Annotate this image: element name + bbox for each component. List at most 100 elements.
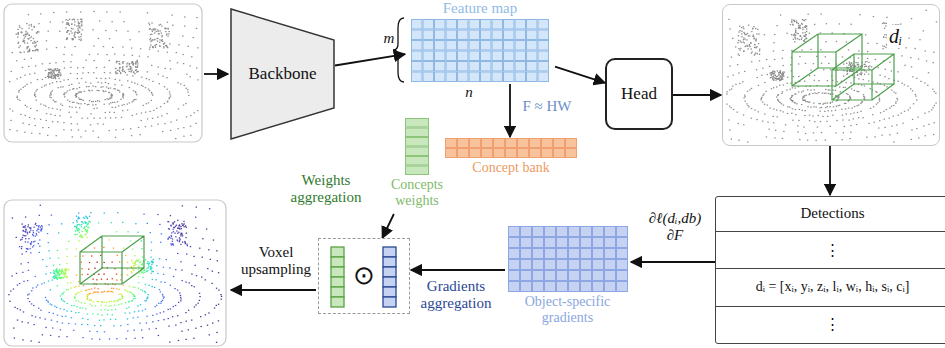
matrix-cell bbox=[508, 260, 519, 270]
matrix-cell bbox=[566, 149, 577, 158]
matrix-cell bbox=[481, 20, 492, 30]
matrix-cell bbox=[446, 72, 457, 82]
flow-arrow bbox=[335, 54, 405, 65]
matrix-cell bbox=[494, 149, 505, 158]
matrix-cell bbox=[592, 260, 603, 270]
matrix-cell bbox=[518, 139, 529, 148]
matrix-cells bbox=[508, 226, 628, 292]
matrix-cell bbox=[604, 260, 615, 270]
flow-arrow bbox=[829, 146, 831, 195]
matrix-cell bbox=[446, 41, 457, 51]
matrix-cell bbox=[412, 62, 423, 72]
matrix-cell bbox=[469, 20, 480, 30]
matrix-cell bbox=[458, 149, 469, 158]
node-label: Head bbox=[621, 84, 657, 104]
matrix-cell bbox=[469, 30, 480, 40]
matrix-cells bbox=[411, 19, 549, 82]
matrix-cell bbox=[435, 20, 446, 30]
node-label: Concepts weights bbox=[383, 177, 451, 209]
matrix-cell bbox=[568, 249, 579, 259]
table-cell: Detections bbox=[716, 197, 945, 232]
matrix-cell bbox=[406, 157, 429, 166]
matrix-cell bbox=[515, 41, 526, 51]
table-cell: ⋮ bbox=[716, 307, 945, 343]
dimension-n: n bbox=[462, 84, 476, 101]
flow-arrow bbox=[509, 84, 511, 137]
matrix-cell bbox=[532, 238, 543, 248]
matrix-cell bbox=[580, 249, 591, 259]
matrix-cell bbox=[532, 271, 543, 281]
matrix-cell bbox=[423, 51, 434, 61]
matrix-cell bbox=[423, 62, 434, 72]
matrix-cell bbox=[481, 72, 492, 82]
matrix-cell bbox=[481, 30, 492, 40]
matrix-cell bbox=[604, 249, 615, 259]
detection-view: dᵢ bbox=[722, 4, 940, 146]
input-point-cloud bbox=[9, 11, 199, 139]
matrix-cell bbox=[604, 238, 615, 248]
detection-point-cloud bbox=[726, 10, 937, 143]
flow-arrow bbox=[673, 94, 721, 96]
matrix-cell bbox=[566, 139, 577, 148]
matrix-cell bbox=[518, 149, 529, 158]
concept-bank-row: Concept bank bbox=[445, 138, 577, 194]
matrix-cell bbox=[544, 282, 555, 292]
matrix-cell bbox=[527, 30, 538, 40]
matrix-cell bbox=[556, 249, 567, 259]
matrix-cells bbox=[445, 138, 577, 158]
matrix-cell bbox=[532, 282, 543, 292]
matrix-cell bbox=[508, 238, 519, 248]
matrix-cell bbox=[508, 282, 519, 292]
matrix-cell bbox=[556, 227, 567, 237]
matrix-cell bbox=[544, 238, 555, 248]
matrix-cell bbox=[616, 271, 627, 281]
matrix-cell bbox=[412, 30, 423, 40]
matrix-cell bbox=[406, 166, 429, 175]
matrix-cell bbox=[580, 260, 591, 270]
matrix-cell bbox=[616, 282, 627, 292]
matrix-cell bbox=[538, 62, 549, 72]
matrix-cell bbox=[520, 271, 531, 281]
edge-label: Weights aggregation bbox=[280, 172, 372, 207]
upsampling-arrow bbox=[231, 289, 316, 291]
matrix-cell bbox=[527, 72, 538, 82]
matrix-cell bbox=[481, 62, 492, 72]
heatmap-frame bbox=[4, 200, 226, 346]
matrix-cell bbox=[568, 271, 579, 281]
input-frame bbox=[4, 4, 202, 142]
bounding-box bbox=[80, 236, 144, 284]
matrix-cell bbox=[530, 149, 541, 158]
matrix-cell bbox=[515, 72, 526, 82]
matrix-cell bbox=[469, 72, 480, 82]
matrix-cell bbox=[508, 227, 519, 237]
matrix-cell bbox=[504, 51, 515, 61]
matrix-cell bbox=[504, 20, 515, 30]
matrix-cell bbox=[532, 249, 543, 259]
node-label: Concept bank bbox=[472, 160, 549, 176]
matrix-cell bbox=[568, 260, 579, 270]
bounding-box bbox=[832, 54, 894, 100]
matrix-cell bbox=[506, 149, 517, 158]
matrix-cell bbox=[504, 41, 515, 51]
matrix-cell bbox=[458, 20, 469, 30]
matrix-cell bbox=[492, 30, 503, 40]
matrix-cell bbox=[406, 119, 429, 128]
matrix-cell bbox=[435, 41, 446, 51]
matrix-cell bbox=[446, 139, 457, 148]
matrix-cell bbox=[482, 139, 493, 148]
flow-arrow bbox=[631, 261, 715, 263]
matrix-cell bbox=[492, 41, 503, 51]
matrix-cell bbox=[515, 62, 526, 72]
matrix-cell bbox=[494, 139, 505, 148]
matrix-cell bbox=[520, 282, 531, 292]
matrix-cell bbox=[538, 41, 549, 51]
matrix-cell bbox=[527, 62, 538, 72]
matrix-cell bbox=[520, 238, 531, 248]
matrix-cell bbox=[556, 271, 567, 281]
matrix-cell bbox=[544, 227, 555, 237]
matrix-cell bbox=[446, 51, 457, 61]
matrix-cell bbox=[506, 139, 517, 148]
matrix-cell bbox=[530, 139, 541, 148]
matrix-cell bbox=[556, 282, 567, 292]
matrix-cell bbox=[446, 30, 457, 40]
